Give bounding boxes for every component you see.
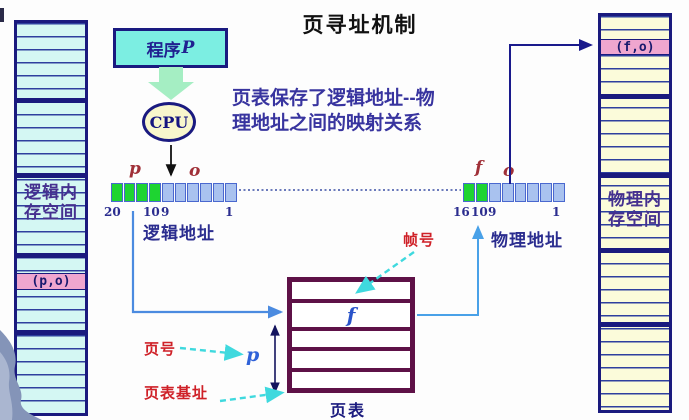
address-bit-cell [488, 183, 501, 202]
address-bit-cell [463, 183, 475, 202]
address-bit-cell [187, 183, 199, 202]
logical-o-label: o [189, 161, 201, 181]
program-to-cpu-arrow [159, 67, 183, 82]
page-table-row [292, 330, 410, 347]
physical-memory-label-line1: 物理内 [608, 190, 662, 209]
video-edge-artifact [0, 8, 4, 22]
page-table-row: f [292, 302, 410, 327]
logical-memory-strip: 逻辑内 存空间 (p,o) [14, 20, 88, 416]
frame-number-label: 帧号 [403, 232, 436, 249]
address-bit-cell [111, 183, 123, 202]
page-table-row [292, 282, 410, 299]
cpu-node: CPU [142, 102, 196, 142]
page-table-base-label: 页表基址 [144, 385, 209, 402]
page-offset-p-pointer: p [246, 344, 260, 366]
page-table-row [292, 371, 410, 388]
program-box-label: 程序 [146, 40, 181, 60]
address-bit-cell [527, 183, 540, 202]
logical-address-label: 逻辑地址 [143, 224, 215, 243]
physical-address-bar [463, 183, 565, 202]
page-title: 页寻址机制 [302, 14, 418, 37]
physical-memory-label-line2: 存空间 [608, 210, 662, 229]
physical-tick-1: 1 [552, 205, 561, 219]
address-bit-cell [149, 183, 161, 202]
program-to-cpu-arrowhead-icon [148, 82, 194, 100]
address-bit-cell [475, 183, 488, 202]
logical-tick-10: 10 [143, 205, 160, 219]
address-bit-cell [514, 183, 527, 202]
physical-memory-strip: 物理内 存空间 (f,o) [598, 13, 672, 413]
physical-address-label: 物理地址 [491, 231, 563, 250]
mapping-note-line1: 页表保存了逻辑地址--物 [232, 88, 435, 109]
page-number-dashed-arrow [179, 344, 244, 361]
logical-address-bar [111, 183, 238, 202]
address-bit-cell [553, 183, 565, 202]
address-bit-cell [225, 183, 238, 202]
address-bit-cell [540, 183, 553, 202]
physical-tick-16: 16 [453, 205, 470, 219]
block-separator [601, 173, 669, 178]
physical-f-label: f [475, 158, 483, 178]
mapping-note: 页表保存了逻辑地址--物 理地址之间的映射关系 [232, 86, 472, 136]
logical-p-label: p [129, 159, 141, 179]
block-separator [601, 248, 669, 253]
block-separator [601, 322, 669, 327]
logical-memory-label: 逻辑内 存空间 [17, 183, 85, 223]
logical-memory-label-line2: 存空间 [24, 203, 78, 222]
block-separator [17, 98, 85, 103]
address-bit-cell [161, 183, 174, 202]
page-number-label: 页号 [144, 341, 177, 358]
address-bit-cell [123, 183, 136, 202]
block-separator [17, 253, 85, 258]
logical-highlight-cell: (p,o) [17, 273, 85, 290]
logical-tick-20: 20 [104, 205, 121, 219]
presenter-silhouette-highlight [0, 352, 13, 420]
block-separator [17, 173, 85, 178]
address-bit-cell [136, 183, 149, 202]
physical-tick-9: 9 [488, 205, 497, 219]
page-table-row [292, 351, 410, 368]
address-bit-cell [174, 183, 187, 202]
physical-tick-10: 10 [471, 205, 488, 219]
address-bit-cell [501, 183, 514, 202]
address-bit-cell [212, 183, 225, 202]
page-table-label: 页表 [330, 403, 367, 420]
block-separator [601, 94, 669, 99]
logical-tick-9: 9 [161, 205, 170, 219]
physical-o-label: o [503, 161, 515, 181]
mapping-note-line2: 理地址之间的映射关系 [232, 113, 423, 134]
logical-tick-1: 1 [225, 205, 234, 219]
logical-memory-label-line1: 逻辑内 [24, 183, 78, 202]
address-bit-cell [199, 183, 212, 202]
block-separator [17, 330, 85, 335]
program-box-variable: P [181, 38, 195, 58]
physical-highlight-cell: (f,o) [601, 39, 669, 55]
offset-to-physical-memory-arrow [509, 39, 593, 184]
physical-memory-label: 物理内 存空间 [601, 190, 669, 230]
page-table-base-dashed-arrow [219, 386, 285, 404]
page-table: f [287, 277, 415, 393]
